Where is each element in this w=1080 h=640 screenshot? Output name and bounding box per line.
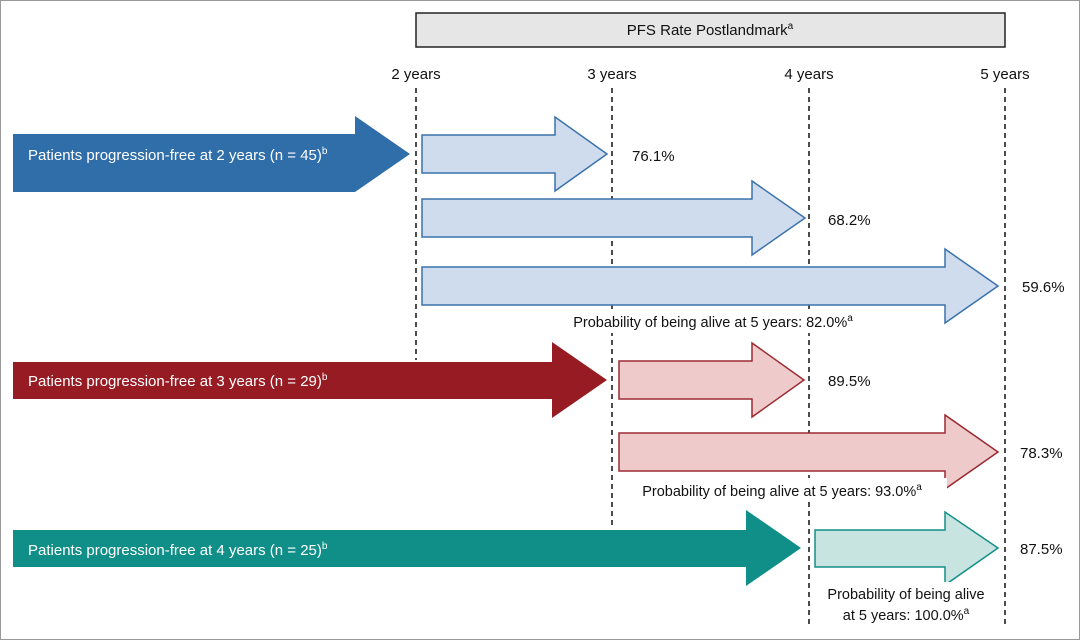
group-3y-rate-5y: 78.3% [1020,445,1063,462]
group-3y-label: Patients progression-free at 3 years (n … [28,372,328,390]
group-3y-alive-note: Probability of being alive at 5 years: 9… [642,482,922,500]
group-3y-arrow-4y [618,341,806,419]
header-title: PFS Rate Postlandmarka [627,21,794,39]
group-2y-rate-3y: 76.1% [632,148,675,165]
group-4y-label: Patients progression-free at 4 years (n … [28,541,328,559]
group-2y-alive-bg [548,309,878,333]
group-2y-label: Patients progression-free at 2 years (n … [28,146,328,164]
group-2y-rate-4y: 68.2% [828,212,871,229]
header-box [415,12,1006,48]
group-2y-arrow-4y [421,179,807,257]
group-4y-alive-note-line2: at 5 years: 100.0%a [843,606,970,624]
group-2y-arrow-3y [421,115,609,193]
year-label-4: 4 years [784,66,833,83]
year-label-5: 5 years [980,66,1029,83]
group-4y-rate-5y: 87.5% [1020,541,1063,558]
group-2y-alive-note: Probability of being alive at 5 years: 8… [573,313,853,331]
group-2y-solid-arrow [13,116,410,192]
group-3y-alive-bg [617,478,947,502]
group-4y-alive-note-line1: Probability of being alive [827,587,984,603]
group-4y-arrow-5y [814,510,1000,587]
year-label-2: 2 years [391,66,440,83]
group-2y-rate-5y: 59.6% [1022,279,1065,296]
group-2y-arrow-5y [421,247,1000,325]
group-4y-solid-arrow [13,510,801,586]
group-3y-rate-4y: 89.5% [828,373,871,390]
group-4y-alive-bg [812,582,998,628]
group-3y-solid-arrow [13,342,607,418]
year-label-3: 3 years [587,66,636,83]
group-3y-arrow-5y [618,413,1000,491]
